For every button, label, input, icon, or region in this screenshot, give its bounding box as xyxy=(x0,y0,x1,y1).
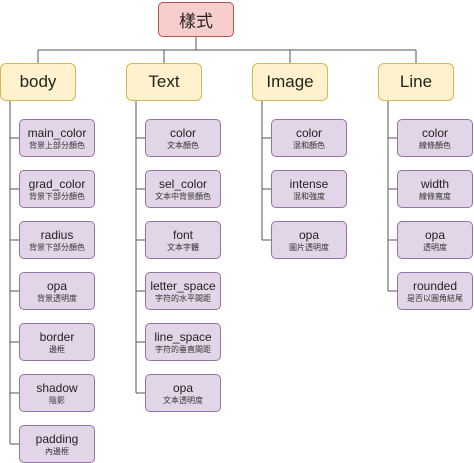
property-name: opa xyxy=(424,227,446,242)
property-name: line_space xyxy=(154,329,212,344)
property-name: letter_space xyxy=(150,278,216,293)
property-description: 混和顏色 xyxy=(293,140,325,150)
property-description: 圖片透明度 xyxy=(289,242,329,252)
category-node-line: Line xyxy=(378,63,454,101)
property-description: 文本顏色 xyxy=(167,140,199,150)
property-name: shadow xyxy=(36,380,78,395)
property-description: 文本透明度 xyxy=(163,395,203,405)
property-name: opa xyxy=(298,227,320,242)
property-name: rounded xyxy=(412,278,458,293)
property-name: color xyxy=(169,125,196,140)
property-name: padding xyxy=(35,431,79,446)
category-label: Text xyxy=(148,72,180,91)
property-description: 陰影 xyxy=(49,395,65,405)
property-description: 內邊框 xyxy=(45,446,69,456)
property-description: 文本字體 xyxy=(167,242,199,252)
property-description: 是否以圓角結尾 xyxy=(407,293,463,303)
category-node-text: Text xyxy=(126,63,202,101)
category-node-body: body xyxy=(0,63,76,101)
property-description: 混和強度 xyxy=(293,191,325,201)
property-name: grad_color xyxy=(28,176,86,191)
property-name: radius xyxy=(40,227,74,242)
category-label: Image xyxy=(266,72,314,91)
property-description: 字符的垂直間距 xyxy=(155,344,211,354)
root-label: 樣式 xyxy=(179,12,213,31)
category-node-image: Image xyxy=(252,63,328,101)
property-description: 背景下部分顏色 xyxy=(29,191,85,201)
property-name: opa xyxy=(46,278,68,293)
property-description: 透明度 xyxy=(423,242,447,252)
category-label: body xyxy=(19,72,57,91)
property-name: color xyxy=(295,125,322,140)
property-name: opa xyxy=(172,380,194,395)
property-name: font xyxy=(172,227,193,242)
property-description: 文本中背景顏色 xyxy=(155,191,211,201)
property-name: width xyxy=(420,176,449,191)
property-description: 背景下部分顏色 xyxy=(29,242,85,252)
property-description: 線條寬度 xyxy=(419,191,451,201)
property-name: color xyxy=(421,125,448,140)
property-description: 線條顏色 xyxy=(419,140,451,150)
property-name: border xyxy=(39,329,75,344)
property-name: main_color xyxy=(27,125,87,140)
root-node: 樣式 xyxy=(158,2,234,37)
property-description: 背景上部分顏色 xyxy=(29,140,85,150)
property-description: 背景透明度 xyxy=(37,293,77,303)
property-name: sel_color xyxy=(158,176,208,191)
property-description: 字符的水平間距 xyxy=(155,293,211,303)
property-name: intense xyxy=(289,176,329,191)
category-label: Line xyxy=(399,72,433,91)
property-description: 邊框 xyxy=(49,344,65,354)
